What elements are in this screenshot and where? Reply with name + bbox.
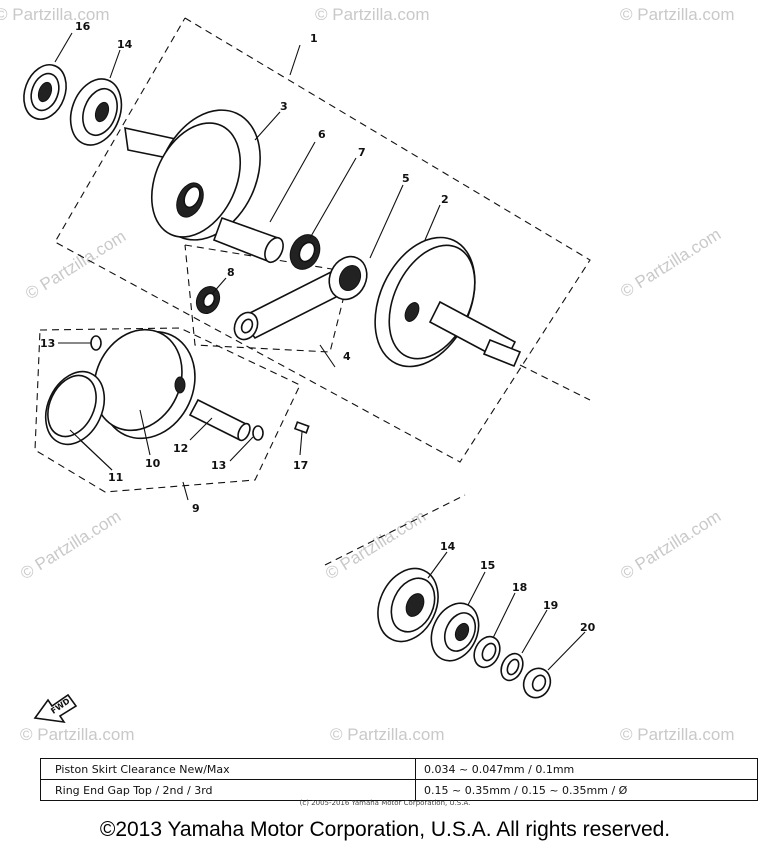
callout-19: 19	[543, 599, 558, 612]
spec-table: Piston Skirt Clearance New/Max 0.034 ~ 0…	[40, 758, 758, 801]
table-row: Ring End Gap Top / 2nd / 3rd 0.15 ~ 0.35…	[40, 779, 758, 801]
piston-group-outline	[34, 327, 301, 493]
nut-20	[522, 667, 552, 699]
callout-16: 16	[75, 20, 91, 33]
callout-12: 12	[173, 442, 188, 455]
leader-lines	[54, 32, 586, 671]
watermark: © Partzilla.com	[315, 5, 430, 24]
spec-value: 0.15 ~ 0.35mm / 0.15 ~ 0.35mm / Ø	[415, 779, 758, 801]
crankshaft-assembly-outline	[54, 17, 591, 463]
watermark: © Partzilla.com	[330, 725, 445, 744]
callout-7: 7	[358, 146, 366, 159]
callout-13: 13	[40, 337, 55, 350]
callout-10: 10	[145, 457, 161, 470]
forward-arrow-icon: FWD	[33, 693, 78, 724]
piston-pin-12	[188, 398, 251, 442]
spec-label: Piston Skirt Clearance New/Max	[40, 758, 416, 780]
callout-4: 4	[343, 350, 351, 363]
woodruff-key-17	[293, 421, 310, 434]
callout-11: 11	[108, 471, 123, 484]
bearing-14-upper	[69, 78, 123, 146]
callout-15: 15	[480, 559, 495, 572]
guide-line	[324, 494, 466, 566]
crank-wheel-left-3	[124, 109, 261, 241]
callout-9: 9	[192, 502, 200, 515]
watermark: © Partzilla.com	[22, 227, 129, 304]
small-end-bearing-8	[195, 285, 221, 315]
callout-13: 13	[211, 459, 226, 472]
watermark: © Partzilla.com	[617, 507, 724, 584]
spacer-18	[473, 635, 501, 669]
callout-17: 17	[293, 459, 308, 472]
watermark: © Partzilla.com	[17, 507, 124, 584]
small-copyright: (c) 2005-2016 Yamaha Motor Corporation, …	[299, 799, 471, 807]
callout-14: 14	[117, 38, 133, 51]
crank-pin-6	[212, 216, 284, 264]
callout-numbers: 1 2 3 4 5 6 7 8 9 10 11 12 13 13 14 14 1…	[40, 20, 596, 634]
callout-14: 14	[440, 540, 456, 553]
needle-bearing-7	[289, 234, 321, 270]
callout-8: 8	[227, 266, 235, 279]
table-row: Piston Skirt Clearance New/Max 0.034 ~ 0…	[40, 758, 758, 780]
guide-line	[519, 364, 591, 401]
spec-label: Ring End Gap Top / 2nd / 3rd	[40, 779, 416, 801]
callout-18: 18	[512, 581, 527, 594]
callout-3: 3	[280, 100, 288, 113]
connecting-rod-5	[233, 255, 368, 341]
watermark: © Partzilla.com	[617, 225, 724, 302]
watermark: © Partzilla.com	[0, 5, 110, 24]
callout-2: 2	[441, 193, 449, 206]
copyright-notice: ©2013 Yamaha Motor Corporation, U.S.A. A…	[99, 818, 671, 841]
watermark: © Partzilla.com	[620, 725, 735, 744]
callout-5: 5	[402, 172, 410, 185]
callout-20: 20	[580, 621, 596, 634]
piston-pin-clip-13	[90, 335, 264, 441]
piston-10	[93, 328, 196, 440]
piston-rings-11	[44, 370, 106, 446]
exploded-crankshaft-diagram: © Partzilla.com © Partzilla.com © Partzi…	[0, 5, 735, 744]
callout-6: 6	[318, 128, 326, 141]
watermark: © Partzilla.com	[620, 5, 735, 24]
spec-value: 0.034 ~ 0.047mm / 0.1mm	[415, 758, 758, 780]
circlip-19	[500, 652, 524, 682]
bearing-14-lower	[377, 567, 439, 643]
crank-wheel-right-2	[374, 236, 522, 368]
watermark: © Partzilla.com	[20, 725, 135, 744]
oil-seal-16	[23, 64, 67, 120]
callout-1: 1	[310, 32, 318, 45]
